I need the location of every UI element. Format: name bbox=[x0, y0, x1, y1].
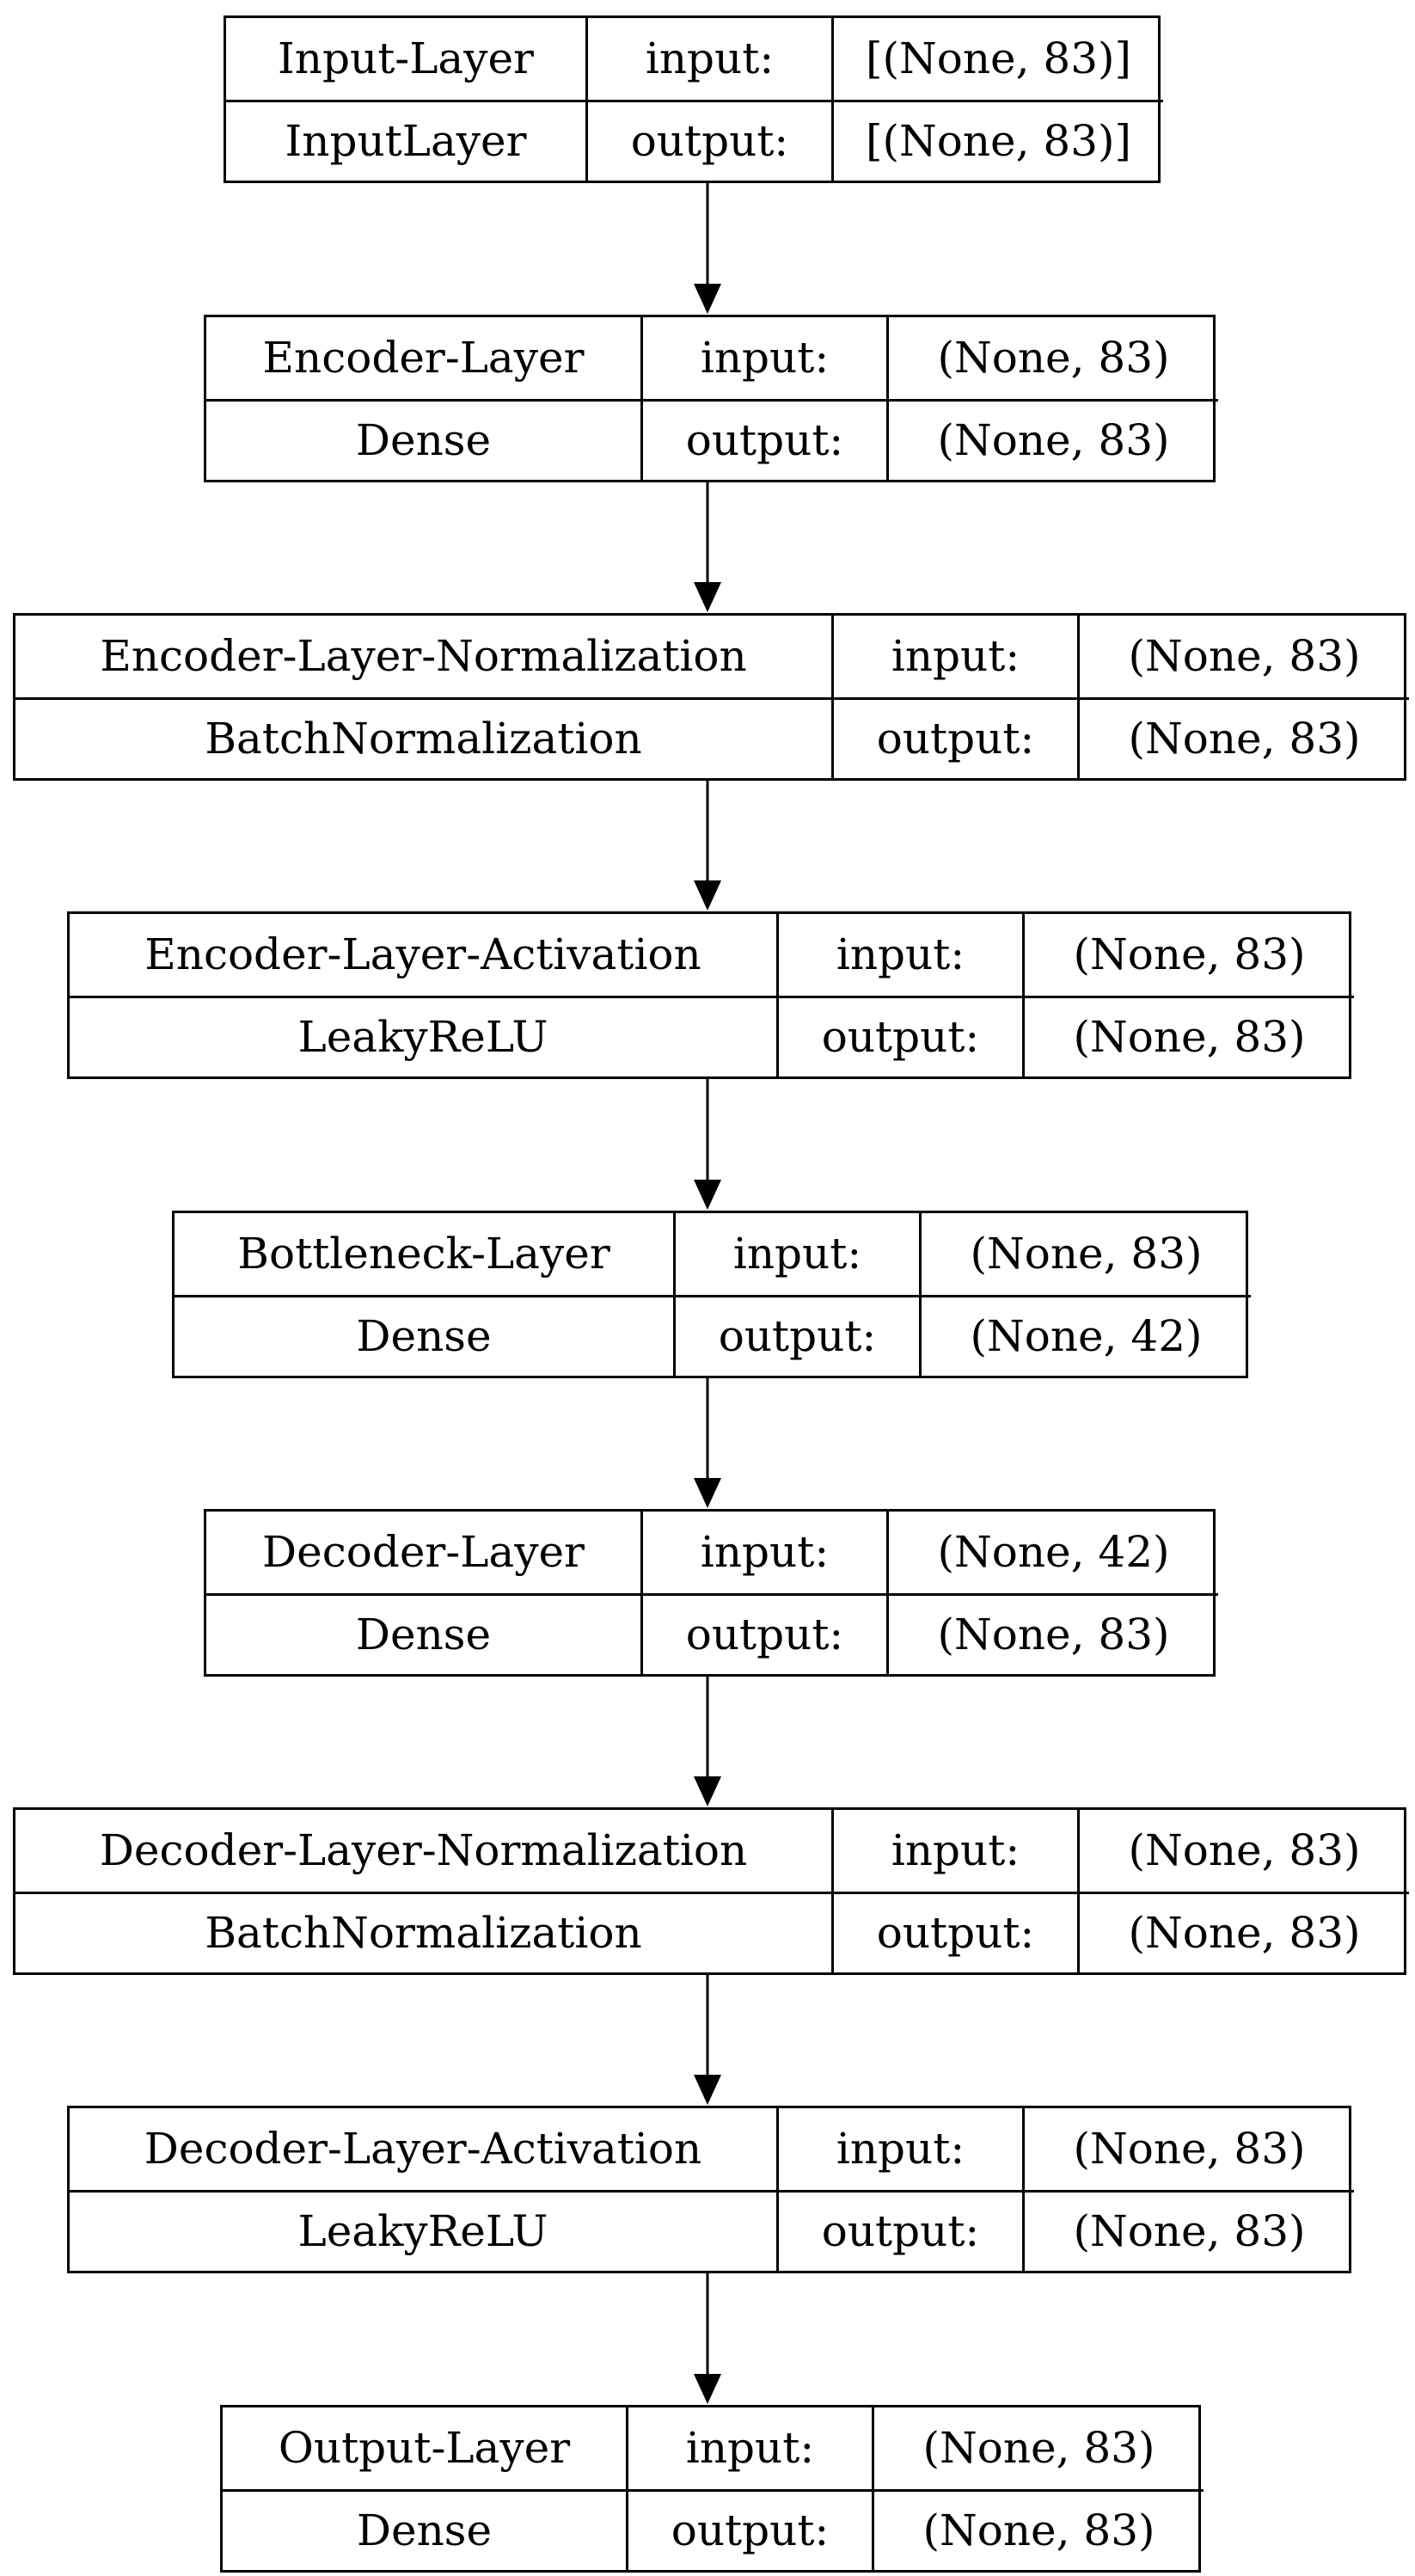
output-label: output: bbox=[776, 995, 1022, 1076]
arrowhead bbox=[694, 2075, 721, 2105]
output-shape: (None, 42) bbox=[919, 1294, 1251, 1376]
layer-class: InputLayer bbox=[226, 99, 585, 181]
layer-class: BatchNormalization bbox=[15, 1891, 831, 1973]
arrowhead bbox=[694, 2374, 721, 2404]
output-shape: (None, 83) bbox=[872, 2488, 1204, 2570]
layer-class: LeakyReLU bbox=[70, 995, 776, 1077]
layer-node: Decoder-Layer-Normalization input:(None, … bbox=[13, 1807, 1409, 1975]
edge-arrow bbox=[694, 1378, 721, 1508]
input-label: input: bbox=[831, 1810, 1077, 1892]
output-shape: (None, 83) bbox=[886, 398, 1218, 480]
output-shape: (None, 83) bbox=[1077, 696, 1409, 778]
layer-class: LeakyReLU bbox=[70, 2189, 776, 2272]
output-label: output: bbox=[831, 696, 1077, 778]
input-label: input: bbox=[776, 914, 1022, 996]
output-label: output: bbox=[673, 1294, 919, 1376]
layer-class: Dense bbox=[175, 1294, 673, 1377]
output-shape: (None, 83) bbox=[886, 1592, 1218, 1674]
output-label: output: bbox=[831, 1891, 1077, 1972]
input-label: input: bbox=[831, 616, 1077, 697]
edge-arrow bbox=[694, 1975, 721, 2105]
output-label: output: bbox=[626, 2488, 872, 2570]
output-shape: (None, 83) bbox=[1022, 995, 1354, 1076]
input-label: input: bbox=[776, 2108, 1022, 2190]
layer-name: Decoder-Layer-Normalization bbox=[99, 1825, 748, 1876]
output-shape: (None, 83) bbox=[1077, 1891, 1409, 1972]
edge-arrow bbox=[694, 482, 721, 612]
input-shape: (None, 83) bbox=[1077, 616, 1409, 697]
layer-node: Decoder-Layer-Activation input:(None, 83)… bbox=[67, 2106, 1354, 2273]
layer-name: Decoder-Layer bbox=[262, 1527, 585, 1578]
arrowhead bbox=[694, 880, 721, 911]
layer-name: Encoder-Layer-Normalization bbox=[100, 631, 747, 682]
layer-class: Dense bbox=[206, 1592, 640, 1675]
arrowhead bbox=[694, 1776, 721, 1806]
edge-arrow bbox=[694, 1677, 721, 1806]
edge-arrow bbox=[694, 1079, 721, 1210]
layer-node: Encoder-Layer-Activation input:(None, 83)… bbox=[67, 911, 1354, 1079]
layer-name: Output-Layer bbox=[278, 2423, 571, 2474]
layer-class: BatchNormalization bbox=[15, 696, 831, 779]
input-label: input: bbox=[640, 1512, 886, 1593]
layer-name: Input-Layer bbox=[278, 34, 534, 84]
output-label: output: bbox=[776, 2189, 1022, 2271]
layer-name: Encoder-Layer bbox=[262, 333, 585, 383]
edge-arrow bbox=[694, 183, 721, 314]
layer-node: Encoder-Layer-Normalization input:(None, … bbox=[13, 613, 1409, 781]
output-label: output: bbox=[585, 99, 831, 181]
edge-arrow bbox=[694, 2273, 721, 2404]
input-shape: (None, 83) bbox=[886, 317, 1218, 399]
input-shape: (None, 83) bbox=[1077, 1810, 1409, 1892]
output-label: output: bbox=[640, 398, 886, 480]
input-label: input: bbox=[585, 18, 831, 100]
output-shape: (None, 83) bbox=[1022, 2189, 1354, 2271]
arrowhead bbox=[694, 582, 721, 612]
input-label: input: bbox=[673, 1213, 919, 1295]
arrowhead bbox=[694, 1478, 721, 1508]
edge-arrow bbox=[694, 781, 721, 911]
layer-name: Encoder-Layer-Activation bbox=[144, 929, 701, 980]
output-shape: [(None, 83)] bbox=[831, 99, 1163, 181]
input-label: input: bbox=[626, 2407, 872, 2489]
layer-class: Dense bbox=[223, 2488, 626, 2571]
arrowhead bbox=[694, 1180, 721, 1210]
output-label: output: bbox=[640, 1592, 886, 1674]
input-shape: [(None, 83)] bbox=[831, 18, 1163, 100]
arrowhead bbox=[694, 284, 721, 314]
input-shape: (None, 42) bbox=[886, 1512, 1218, 1593]
input-shape: (None, 83) bbox=[1022, 914, 1354, 996]
layer-class: Dense bbox=[206, 398, 640, 481]
input-shape: (None, 83) bbox=[1022, 2108, 1354, 2190]
layer-name: Bottleneck-Layer bbox=[237, 1229, 610, 1279]
input-shape: (None, 83) bbox=[919, 1213, 1251, 1295]
input-label: input: bbox=[640, 317, 886, 399]
input-shape: (None, 83) bbox=[872, 2407, 1204, 2489]
layer-name: Decoder-Layer-Activation bbox=[144, 2124, 702, 2174]
